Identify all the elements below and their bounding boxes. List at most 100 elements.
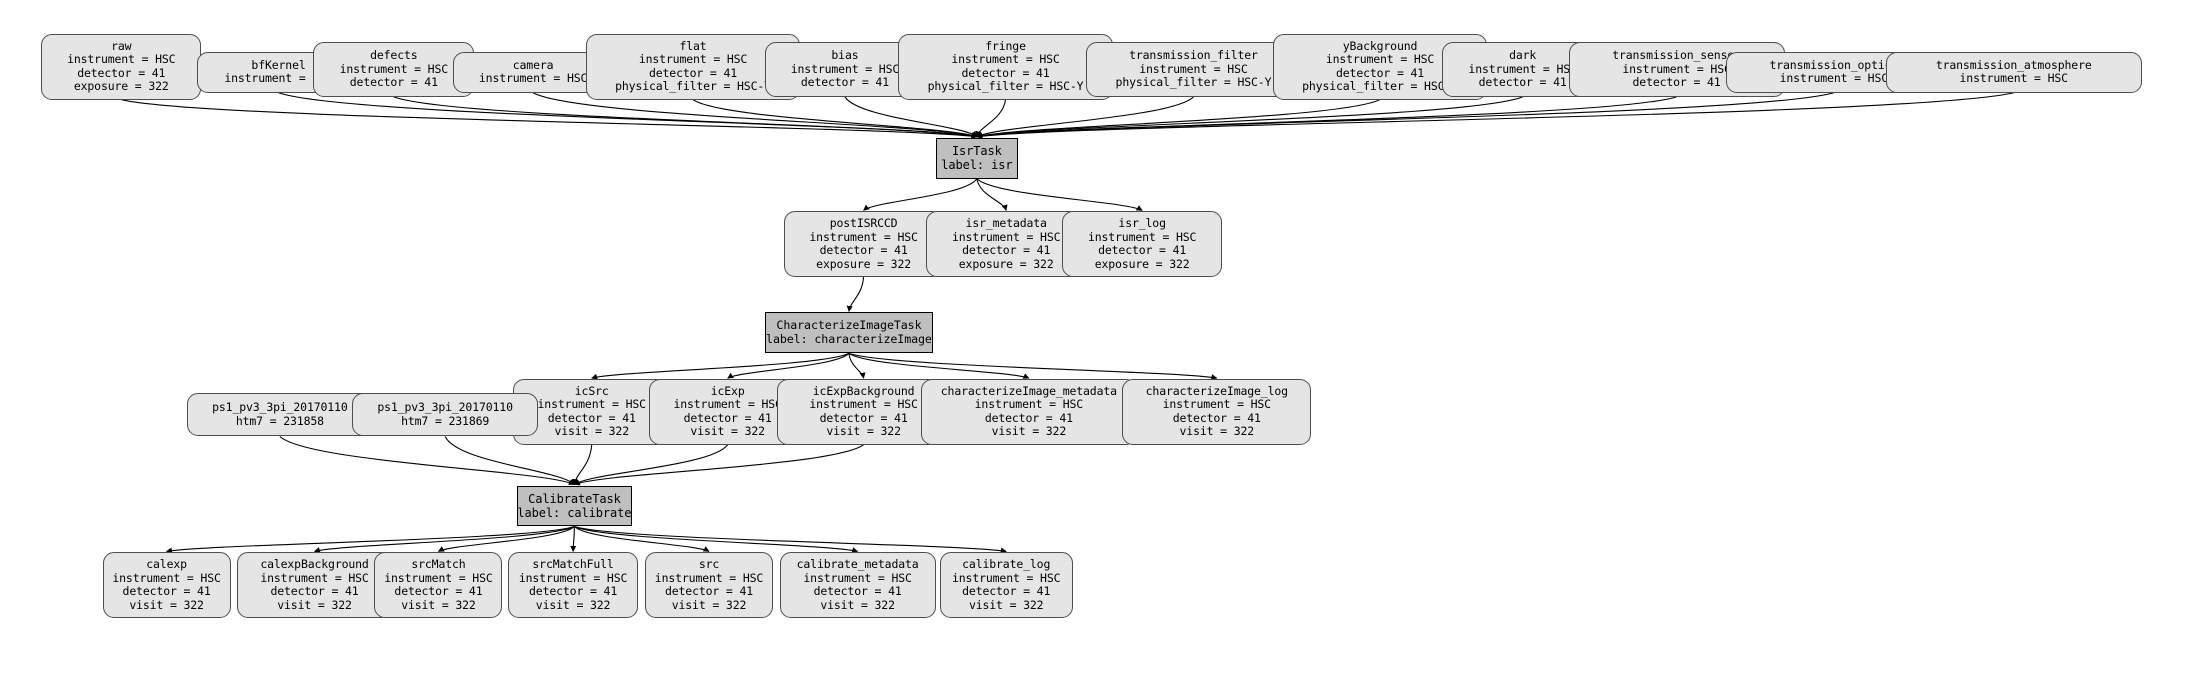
node-detail-line: detector = 41 — [349, 75, 438, 90]
node-detail-line: instrument = HSC — [1959, 71, 2069, 86]
node-detail-line: instrument = HSC — [1139, 61, 1248, 76]
node-detail-line: instrument = HSC — [952, 570, 1061, 585]
node-detail-line: visit = 322 — [129, 597, 204, 612]
edge-raw-to-IsrTask — [121, 99, 978, 140]
node-title: calexp — [146, 557, 187, 572]
node-detail-line: instrument = HSC — [384, 570, 493, 585]
node-detail-line: instrument = HSC — [537, 397, 647, 412]
edge-CalibrateTask-to-calibrate_metadata — [574, 526, 859, 553]
edge-transmission_sensor-to-IsrTask — [976, 96, 1677, 139]
node-detail-line: visit = 322 — [554, 424, 629, 439]
node-detail-line: detector = 41 — [1172, 410, 1261, 425]
node-detail-line: visit = 322 — [826, 424, 901, 439]
node-detail-line: visit = 322 — [820, 597, 895, 612]
node-detail-line: visit = 322 — [671, 597, 747, 612]
edge-CharacterizeImageTask-to-characterizeImage_metadata — [848, 352, 1030, 379]
node-title: icSrc — [574, 383, 609, 398]
node-detail-line: detector = 41 — [77, 65, 166, 80]
node-title: isr_metadata — [965, 216, 1047, 231]
node-title: characterizeImage_metadata — [940, 383, 1117, 398]
node-title: IsrTask — [951, 144, 1002, 159]
edge-flat-to-IsrTask — [692, 99, 978, 138]
node-detail-line: instrument = HSC — [1087, 229, 1197, 244]
edge-CharacterizeImageTask-to-icSrc — [591, 352, 850, 380]
node-title: CalibrateTask — [528, 491, 621, 506]
edge-CharacterizeImageTask-to-icExpBackground — [848, 353, 866, 379]
node-title: bias — [831, 48, 859, 63]
edge-IsrTask-to-isr_log — [976, 178, 1143, 211]
edge-defects-to-IsrTask — [393, 96, 978, 139]
node-title: yBackground — [1342, 38, 1418, 53]
node-detail-line: detector = 41 — [961, 65, 1050, 80]
node-detail-line: detector = 41 — [1098, 243, 1187, 258]
node-title: icExpBackground — [812, 383, 915, 398]
edge-bias-to-IsrTask — [844, 96, 978, 138]
edge-IsrTask-to-postISRCCD — [863, 178, 978, 211]
node-detail-line: htm7 = 231869 — [401, 413, 490, 428]
node-title: camera — [512, 57, 554, 72]
node-detail-line: instrument = HSC — [260, 570, 369, 585]
node-title: ps1_pv3_3pi_20170110 — [377, 400, 513, 415]
edge-CalibrateTask-to-calexp — [165, 525, 575, 554]
node-detail-line: visit = 322 — [1179, 424, 1255, 439]
node-detail-line: physical_filter = HSC-Y — [615, 79, 771, 94]
node-title: transmission_atmosphere — [1935, 57, 2092, 72]
node-detail-line: detector = 41 — [962, 243, 1051, 258]
node-title: calibrate_log — [962, 557, 1051, 572]
node-detail-line: detector = 41 — [683, 410, 772, 425]
node-detail-line: instrument = HSC — [673, 397, 782, 412]
node-title: transmission_filter — [1129, 48, 1258, 63]
edge-icExpBackground-to-CalibrateTask — [573, 444, 864, 486]
edge-IsrTask-to-isr_metadata — [976, 178, 1008, 211]
node-detail-line: detector = 41 — [648, 65, 738, 80]
node-title: icExp — [710, 383, 745, 398]
edge-icSrc-to-CalibrateTask — [572, 444, 593, 486]
node-detail-line: instrument = HSC — [478, 71, 588, 86]
node-title: isr_log — [1118, 216, 1166, 231]
edge-CharacterizeImageTask-to-characterizeImage_log — [848, 352, 1218, 381]
node-detail-line: detector = 41 — [664, 584, 754, 599]
node-detail-line: detector = 41 — [394, 584, 483, 599]
node-title: CharacterizeImageTask — [776, 318, 922, 333]
node-detail-line: detector = 41 — [813, 584, 902, 599]
node-detail-line: label: characterizeImage — [766, 331, 932, 346]
edge-group — [121, 92, 2014, 554]
edge-CalibrateTask-to-srcMatchFull — [570, 526, 577, 553]
node-detail-line: visit = 322 — [968, 597, 1044, 612]
edge-CharacterizeImageTask-to-icExp — [727, 352, 850, 379]
node-title: postISRCCD — [829, 216, 898, 231]
node-detail-line: physical_filter = HSC-Y — [1115, 75, 1272, 90]
node-detail-line: instrument = HSC — [654, 570, 764, 585]
node-detail-line: detector = 41 — [547, 410, 636, 425]
edge-CalibrateTask-to-src — [574, 526, 710, 552]
edge-dark-to-IsrTask — [976, 96, 1523, 139]
node-detail-line: visit = 322 — [401, 597, 476, 612]
node-detail-line: instrument = HSC — [809, 397, 918, 412]
node-detail-line: instrument = HSC — [1779, 71, 1889, 86]
node-title: calibrate_metadata — [796, 557, 919, 572]
